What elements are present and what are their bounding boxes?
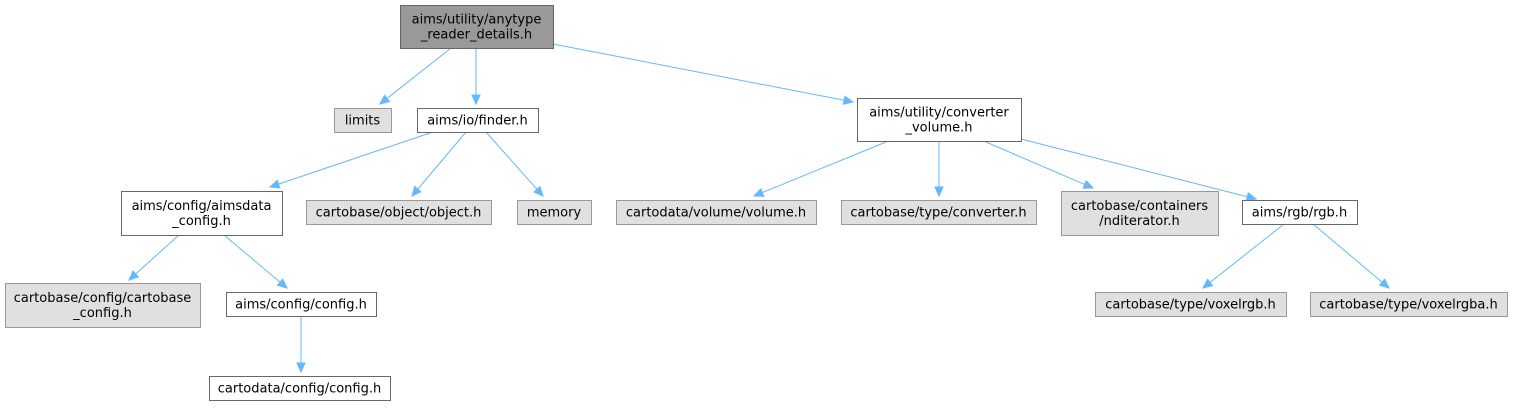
node-converter-volume[interactable]: aims/utility/converter_volume.h	[857, 98, 1022, 142]
edge-line	[985, 141, 1085, 185]
edge-aims_config-to-cartodata_config	[296, 316, 306, 374]
node-box	[226, 292, 377, 317]
edge-arrowhead	[128, 270, 140, 281]
node-aims-config[interactable]: aims/config/config.h	[226, 292, 377, 317]
edge-line	[1312, 223, 1383, 283]
edge-line	[485, 131, 538, 190]
edge-line	[278, 131, 434, 185]
node-box	[306, 200, 492, 225]
edge-rgb-to-voxelrgb	[1202, 223, 1285, 289]
edge-line	[1020, 138, 1248, 198]
node-label-line: _config.h	[72, 306, 132, 321]
node-label-line: cartobase/type/converter.h	[850, 206, 1026, 221]
node-nditerator: cartobase/containers/nditerator.h	[1061, 191, 1219, 236]
edge-line	[552, 43, 845, 101]
edge-root-to-finder	[471, 48, 481, 106]
node-root[interactable]: aims/utility/anytype_reader_details.h	[400, 5, 554, 49]
node-cartobase-config: cartobase/config/cartobase_config.h	[5, 283, 201, 328]
edge-root-to-limits	[379, 47, 452, 105]
node-box	[5, 283, 201, 328]
node-box	[1095, 292, 1287, 317]
node-box	[517, 200, 592, 225]
edge-line	[762, 141, 887, 194]
edge-converter_volume-to-volume	[752, 141, 887, 197]
edge-arrowhead	[1245, 192, 1258, 202]
edge-arrowhead	[276, 278, 288, 289]
node-box	[400, 5, 554, 49]
node-label-line: cartobase/containers	[1071, 199, 1208, 214]
edge-arrowhead	[411, 185, 422, 197]
edge-converter_volume-to-type_converter	[934, 142, 944, 198]
edge-arrowhead	[1082, 179, 1095, 189]
node-box	[841, 200, 1037, 225]
node-box	[121, 191, 283, 236]
edge-line	[386, 47, 452, 99]
node-box	[1061, 191, 1219, 236]
node-voxelrgba: cartobase/type/voxelrgba.h	[1310, 292, 1508, 317]
node-label-line: cartobase/type/voxelrgb.h	[1105, 298, 1275, 313]
node-volume: cartodata/volume/volume.h	[616, 200, 817, 225]
node-box	[1242, 200, 1358, 225]
edge-arrowhead	[379, 94, 391, 105]
node-label-line: aims/rgb/rgb.h	[1252, 206, 1347, 221]
node-type-converter: cartobase/type/converter.h	[841, 200, 1037, 225]
node-label-line: /nditerator.h	[1099, 214, 1179, 229]
edges-layer	[128, 43, 1390, 374]
node-label-line: cartodata/config/config.h	[218, 382, 381, 397]
edge-arrowhead	[471, 94, 481, 106]
edge-arrowhead	[934, 186, 944, 198]
edge-aimsdata_config-to-cartobase_config	[128, 234, 180, 281]
edge-aimsdata_config-to-aims_config	[223, 234, 288, 289]
node-box	[857, 98, 1022, 142]
edge-arrowhead	[533, 185, 544, 197]
node-label-line: _volume.h	[904, 121, 972, 136]
node-finder[interactable]: aims/io/finder.h	[417, 108, 539, 133]
node-label-line: _reader_details.h	[420, 28, 532, 43]
node-object: cartobase/object/object.h	[306, 200, 492, 225]
node-rgb[interactable]: aims/rgb/rgb.h	[1242, 200, 1358, 225]
edge-arrowhead	[268, 179, 281, 189]
edge-arrowhead	[842, 95, 855, 105]
edge-converter_volume-to-nditerator	[985, 141, 1095, 189]
edge-line	[1209, 223, 1285, 283]
node-voxelrgb: cartobase/type/voxelrgb.h	[1095, 292, 1287, 317]
edge-line	[135, 234, 180, 275]
edge-arrowhead	[752, 187, 765, 197]
node-aimsdata-config[interactable]: aims/config/aimsdata_config.h	[121, 191, 283, 236]
edge-finder-to-memory	[485, 131, 544, 197]
node-box	[334, 108, 392, 133]
node-cartodata-config[interactable]: cartodata/config/config.h	[209, 376, 391, 401]
node-label-line: aims/config/aimsdata	[132, 199, 272, 214]
edge-finder-to-object	[411, 131, 467, 197]
node-label-line: memory	[527, 206, 582, 221]
node-label-line: limits	[345, 114, 381, 129]
node-label-line: cartobase/object/object.h	[316, 206, 482, 221]
node-label-line: aims/utility/converter	[869, 106, 1009, 121]
edge-root-to-converter_volume	[552, 43, 855, 105]
node-limits: limits	[334, 108, 392, 133]
node-label-line: _config.h	[171, 214, 231, 229]
edge-arrowhead	[1378, 278, 1390, 289]
edge-rgb-to-voxelrgba	[1312, 223, 1390, 289]
nodes-layer: aims/utility/anytype_reader_details.hlim…	[5, 5, 1508, 401]
node-box	[1310, 292, 1508, 317]
node-box	[417, 108, 539, 133]
node-box	[209, 376, 391, 401]
node-label-line: cartodata/volume/volume.h	[626, 206, 806, 221]
edge-converter_volume-to-rgb	[1020, 138, 1258, 202]
edge-line	[417, 131, 467, 190]
edge-finder-to-aimsdata_config	[268, 131, 434, 189]
node-label-line: aims/config/config.h	[235, 298, 367, 313]
edge-line	[223, 234, 281, 283]
node-label-line: aims/io/finder.h	[427, 114, 528, 129]
node-label-line: cartobase/config/cartobase	[14, 291, 192, 306]
node-box	[616, 200, 817, 225]
edge-arrowhead	[1202, 278, 1214, 289]
edge-arrowhead	[296, 362, 306, 374]
node-label-line: cartobase/type/voxelrgba.h	[1319, 298, 1497, 313]
node-label-line: aims/utility/anytype	[412, 13, 542, 28]
node-memory: memory	[517, 200, 592, 225]
